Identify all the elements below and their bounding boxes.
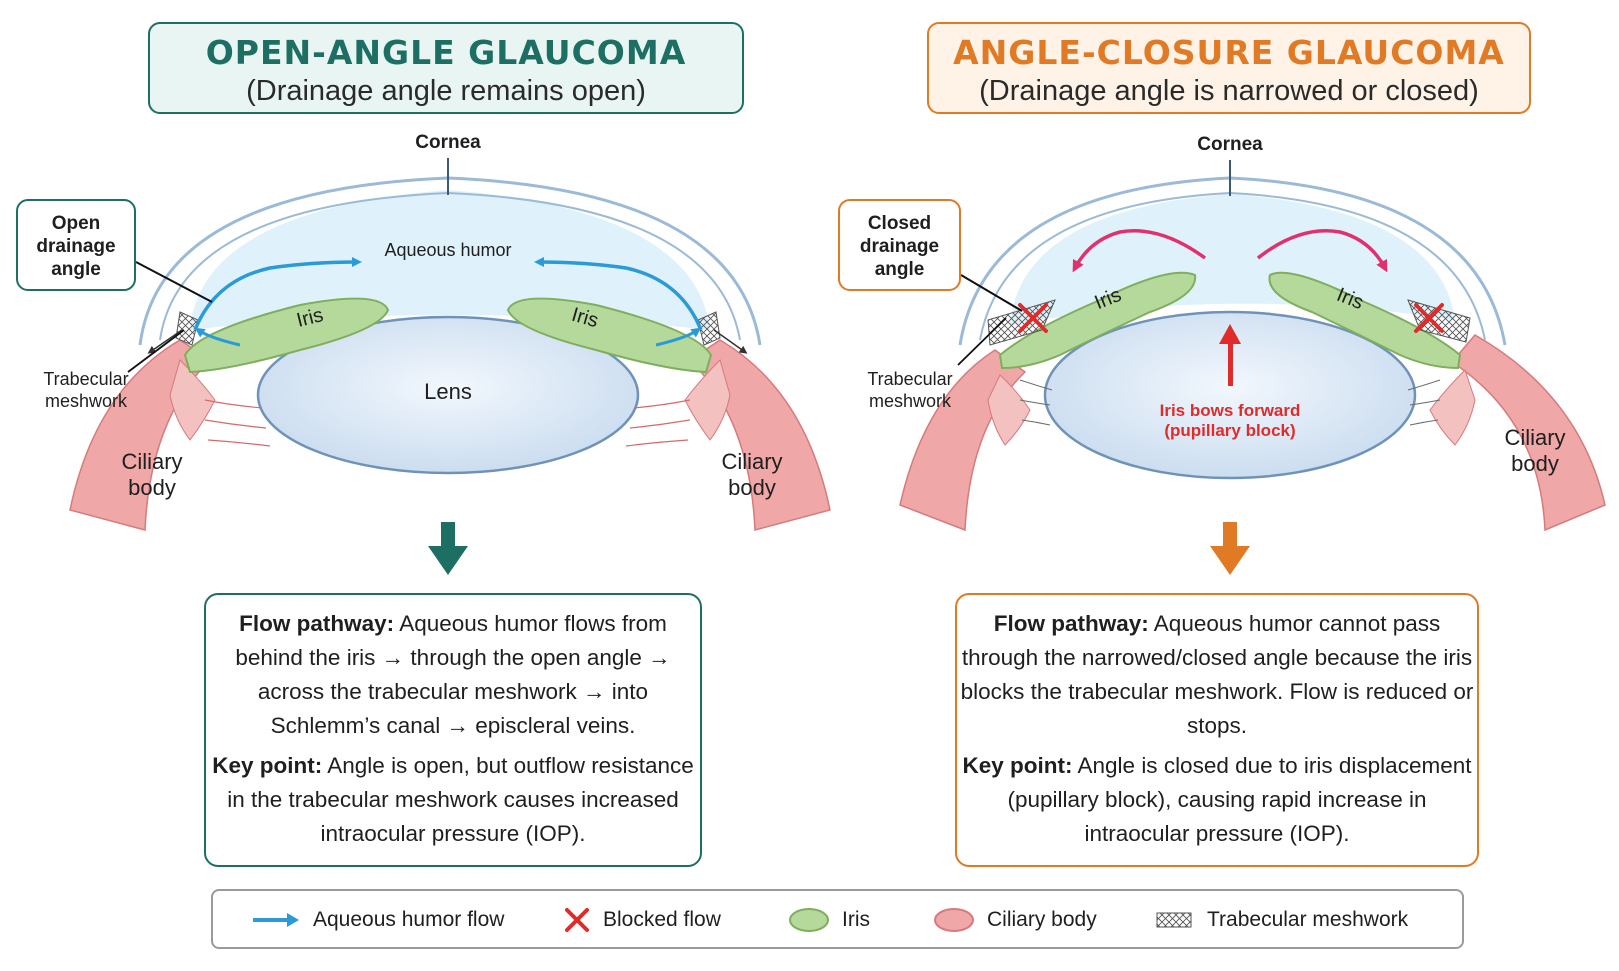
closed-ciliary-label: Ciliary body xyxy=(1504,425,1566,476)
closed-iris-right xyxy=(1268,271,1462,370)
closed-magenta-arrow-left xyxy=(1072,229,1207,273)
open-flow-label: Flow pathway: xyxy=(239,611,395,636)
legend-ciliary: Ciliary body xyxy=(933,906,1097,934)
closed-iris-bows-line1: Iris bows forward xyxy=(1159,401,1301,420)
trabecular-mesh-icon xyxy=(1156,912,1192,928)
closed-ciliary-body-right xyxy=(1450,334,1606,532)
open-iris-left xyxy=(183,297,390,374)
legend-trabecular-label: Trabecular meshwork xyxy=(1207,908,1409,931)
closed-cornea-label: Cornea xyxy=(1197,134,1263,155)
closed-flow-label: Flow pathway: xyxy=(993,611,1149,636)
open-trabecular-label: Trabecular meshwork xyxy=(43,369,129,411)
open-flow-arrow-right xyxy=(534,257,703,331)
legend: Aqueous humor flow Blocked flow Iris Cil… xyxy=(211,889,1464,949)
closed-blocked-x-right xyxy=(1414,303,1444,333)
open-down-arrow xyxy=(428,522,468,575)
open-flow-paragraph: Flow pathway: Aqueous humor flows from b… xyxy=(206,607,700,743)
open-flow-arrow-left xyxy=(193,257,362,331)
closed-anterior-chamber xyxy=(1010,194,1455,325)
legend-blocked-label: Blocked flow xyxy=(603,908,721,931)
angle-closure-info-box: Flow pathway: Aqueous humor cannot pass … xyxy=(955,593,1479,867)
open-angle-subtitle: (Drainage angle remains open) xyxy=(246,75,646,107)
closed-lens xyxy=(1043,310,1417,480)
legend-ciliary-label: Ciliary body xyxy=(987,908,1097,931)
open-key-paragraph: Key point: Angle is open, but outflow re… xyxy=(206,749,700,851)
open-key-text: Angle is open, but outflow resistance in… xyxy=(227,753,694,846)
closed-iris-bows-line2: (pupillary block) xyxy=(1164,421,1296,440)
legend-flow-label: Aqueous humor flow xyxy=(313,908,505,931)
legend-blocked: Blocked flow xyxy=(563,906,721,934)
open-anterior-chamber xyxy=(190,190,710,330)
closed-key-text: Angle is closed due to iris displacement… xyxy=(1007,753,1472,846)
open-iris-right xyxy=(506,297,713,374)
closed-flow-paragraph: Flow pathway: Aqueous humor cannot pass … xyxy=(957,607,1477,743)
closed-flow-text: Aqueous humor cannot pass through the na… xyxy=(960,611,1474,738)
open-flow-text: Aqueous humor flows from behind the iris… xyxy=(235,611,671,738)
blocked-x-icon xyxy=(565,908,589,932)
closed-key-label: Key point: xyxy=(962,753,1073,778)
closed-pupillary-block-arrow xyxy=(1219,324,1241,386)
closed-iris-bows-label: Iris bows forward (pupillary block) xyxy=(1130,401,1330,441)
closed-drainage-angle-callout: Closed drainage angle xyxy=(838,199,961,291)
flow-arrow-icon xyxy=(253,913,299,927)
closed-down-arrow xyxy=(1210,522,1250,575)
angle-closure-subtitle: (Drainage angle is narrowed or closed) xyxy=(979,75,1479,107)
angle-closure-eye xyxy=(899,160,1606,575)
closed-trabecular-label: Trabecular meshwork xyxy=(867,369,953,411)
closed-key-paragraph: Key point: Angle is closed due to iris d… xyxy=(957,749,1477,851)
open-ciliary-right-label: Ciliary body xyxy=(721,449,783,500)
legend-iris-label: Iris xyxy=(842,908,870,931)
open-angle-eye xyxy=(69,158,831,575)
open-key-label: Key point: xyxy=(212,753,323,778)
open-lens-label: Lens xyxy=(424,379,472,404)
open-drainage-angle-callout: Open drainage angle xyxy=(16,199,136,291)
closed-magenta-arrow-right xyxy=(1256,229,1388,273)
open-angle-title-box: OPEN-ANGLE GLAUCOMA (Drainage angle rema… xyxy=(148,22,744,114)
angle-closure-title-box: ANGLE-CLOSURE GLAUCOMA (Drainage angle i… xyxy=(927,22,1531,114)
open-aqueous-label: Aqueous humor xyxy=(384,240,512,260)
closed-iris-left xyxy=(998,271,1197,370)
open-ciliary-left-label: Ciliary body xyxy=(121,449,183,500)
open-angle-title: OPEN-ANGLE GLAUCOMA xyxy=(205,33,687,72)
legend-trabecular: Trabecular meshwork xyxy=(1155,906,1408,934)
angle-closure-title: ANGLE-CLOSURE GLAUCOMA xyxy=(953,33,1505,72)
legend-iris: Iris xyxy=(788,906,870,934)
open-angle-info-box: Flow pathway: Aqueous humor flows from b… xyxy=(204,593,702,867)
open-lens xyxy=(256,315,640,475)
closed-blocked-x-left xyxy=(1018,303,1048,333)
legend-flow: Aqueous humor flow xyxy=(251,906,504,934)
ciliary-swatch-icon xyxy=(934,908,974,932)
open-cornea-label: Cornea xyxy=(415,132,481,153)
iris-swatch-icon xyxy=(789,908,829,932)
